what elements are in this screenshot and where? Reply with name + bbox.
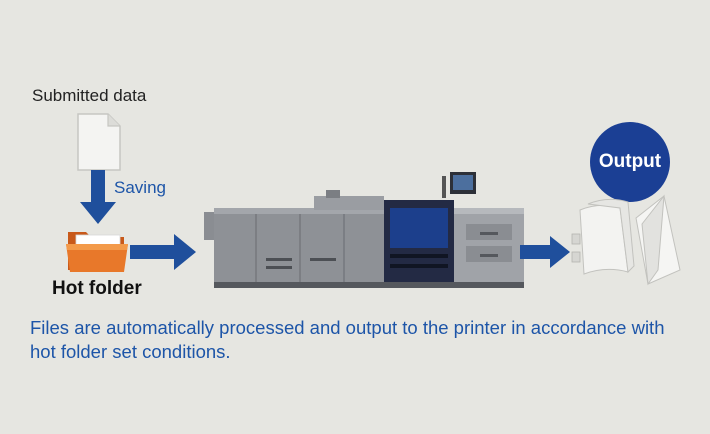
hot-folder-label: Hot folder — [52, 278, 142, 299]
submitted-data-label: Submitted data — [32, 86, 147, 105]
right-arrow-icon — [520, 236, 570, 268]
folder-icon — [66, 232, 128, 272]
output-badge: Output — [590, 122, 670, 202]
right-arrow-icon — [130, 234, 196, 270]
document-icon — [77, 113, 121, 171]
description-caption: Files are automatically processed and ou… — [30, 317, 665, 362]
printer-icon — [204, 172, 524, 288]
output-paper-icon — [571, 194, 681, 286]
saving-label: Saving — [114, 178, 166, 197]
down-arrow-icon — [80, 170, 116, 224]
